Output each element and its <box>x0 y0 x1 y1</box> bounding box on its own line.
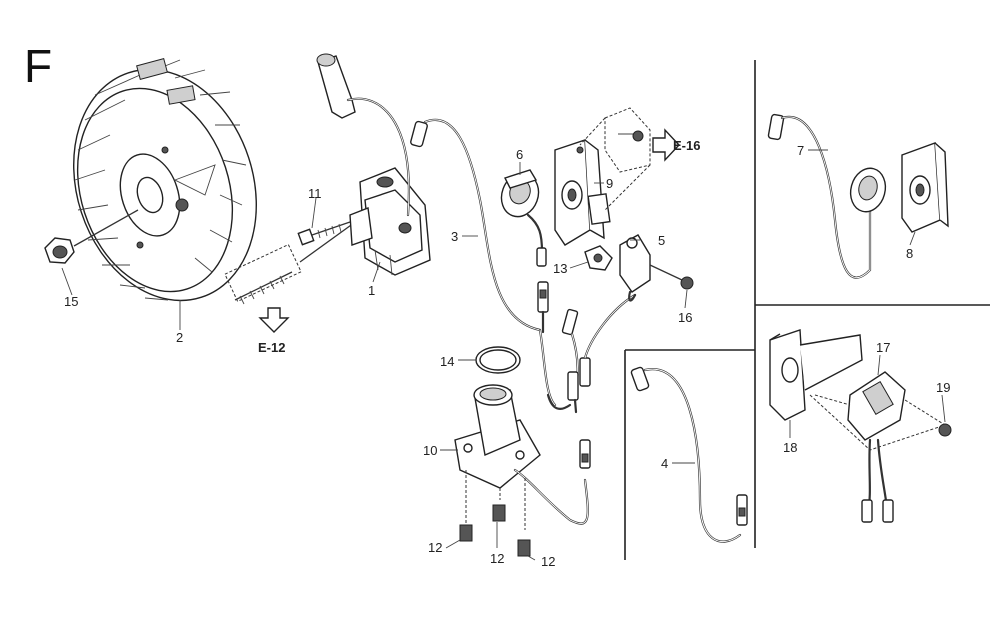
callout-16: 16 <box>678 310 692 325</box>
grommet-small <box>584 245 613 271</box>
base-bolts <box>459 504 531 557</box>
flywheel <box>73 58 257 302</box>
panel-separators <box>624 60 990 560</box>
callout-4: 4 <box>661 456 668 471</box>
arrow-e16: E-16 <box>579 107 700 211</box>
callout-2: 2 <box>176 330 183 345</box>
o-ring <box>475 346 521 374</box>
callout-3: 3 <box>451 229 458 244</box>
callout-5: 5 <box>658 233 665 248</box>
callout-11: 11 <box>308 186 322 201</box>
callout-12-a: 12 <box>428 540 442 555</box>
regulator-bolt <box>938 423 952 437</box>
callout-10: 10 <box>423 443 437 458</box>
callout-12-c: 12 <box>541 554 555 569</box>
callout-15: 15 <box>64 294 78 309</box>
callout-14: 14 <box>440 354 454 369</box>
callout-7: 7 <box>797 143 804 158</box>
switch-bracket <box>554 139 611 246</box>
callout-1: 1 <box>368 283 375 298</box>
flywheel-nut <box>44 209 139 264</box>
callout-leaders <box>61 149 946 561</box>
callout-numbers: 2 15 1 11 3 6 9 5 13 16 14 10 12 12 12 4… <box>64 143 950 569</box>
regulator-bracket <box>769 329 863 421</box>
callout-13: 13 <box>553 261 567 276</box>
regulator <box>809 371 946 523</box>
wire-harness-4 <box>630 366 748 543</box>
callout-9: 9 <box>606 176 613 191</box>
arrow-e12: E-12 <box>258 307 290 355</box>
ref-e12: E-12 <box>258 340 285 355</box>
wire-harness-7 <box>767 113 887 279</box>
bracket-bolt <box>649 264 694 290</box>
switch-bracket-8 <box>901 142 949 233</box>
callout-19: 19 <box>936 380 950 395</box>
ignition-coil-bolt <box>297 221 351 246</box>
callout-8: 8 <box>906 246 913 261</box>
callout-18: 18 <box>783 440 797 455</box>
stop-switch <box>500 169 547 267</box>
wire-harness <box>410 118 637 414</box>
oil-sensor <box>454 384 591 530</box>
section-letter: F <box>24 40 52 92</box>
ref-e16: E-16 <box>673 138 700 153</box>
callout-6: 6 <box>516 147 523 162</box>
ignition-coil <box>349 167 431 276</box>
control-bracket <box>619 234 651 302</box>
spark-plug-cap <box>316 53 410 217</box>
callout-12-b: 12 <box>490 551 504 566</box>
callout-17: 17 <box>876 340 890 355</box>
